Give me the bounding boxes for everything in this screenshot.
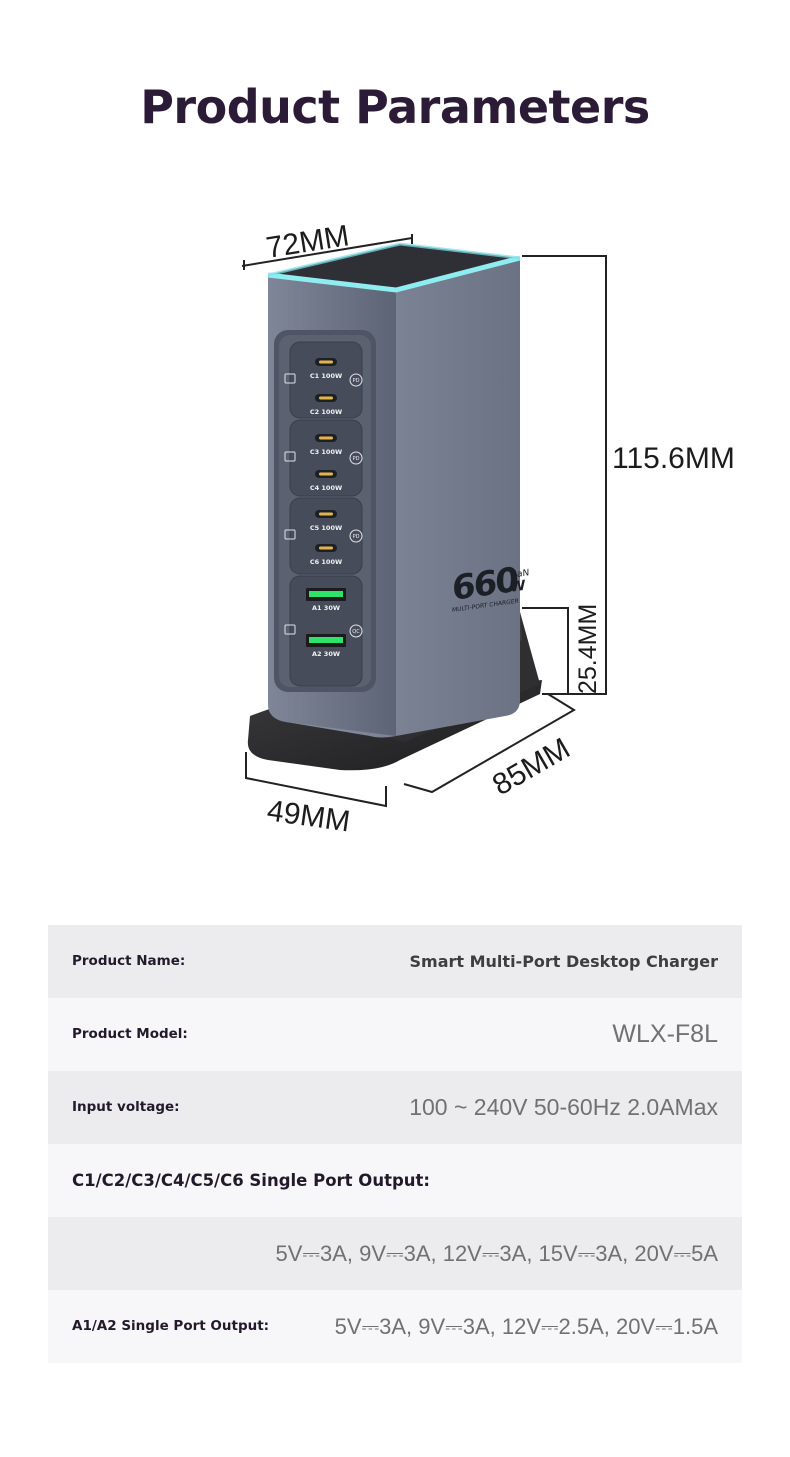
spec-label: Product Model: <box>72 1026 188 1042</box>
badge-label: PD <box>353 378 360 384</box>
phone-icon <box>284 624 296 635</box>
port-label: C1 100W <box>310 372 342 380</box>
product-figure: PD PD PD QC C1 100W C2 100W C3 100W C4 100W C5 1… <box>241 219 735 839</box>
dimension-lines <box>241 234 607 808</box>
port-label: C3 100W <box>310 448 342 456</box>
port-c2: C2 100W <box>310 394 342 416</box>
badge-3: PD <box>349 529 363 543</box>
badge-1: PD <box>349 373 363 387</box>
spec-row-c-port-output: 5V⎓3A, 9V⎓3A, 12V⎓3A, 15V⎓3A, 20V⎓5A <box>48 1217 742 1290</box>
laptop-icon <box>284 373 296 384</box>
spec-label: C1/C2/C3/C4/C5/C6 Single Port Output: <box>72 1171 431 1190</box>
spec-table: Product Name: Smart Multi-Port Desktop C… <box>48 925 742 1363</box>
power-unit: W <box>510 578 526 596</box>
spec-value: 5V⎓3A, 9V⎓3A, 12V⎓3A, 15V⎓3A, 20V⎓5A <box>275 1241 718 1266</box>
spec-label: A1/A2 Single Port Output: <box>72 1318 270 1334</box>
port-c4: C4 100W <box>310 470 342 492</box>
laptop-icon <box>284 529 296 540</box>
spec-value: 5V⎓3A, 9V⎓3A, 12V⎓2.5A, 20V⎓1.5A <box>334 1314 718 1339</box>
badge-4: QC <box>349 624 363 638</box>
port-label: C2 100W <box>310 408 342 416</box>
port-label: C6 100W <box>310 558 342 566</box>
dimension-base-height: 25.4MM <box>574 604 602 694</box>
port-list: PD PD PD QC C1 100W C2 100W C3 100W C4 100W C5 1… <box>284 341 363 687</box>
port-c5: C5 100W <box>310 510 342 532</box>
dimension-depth: 85MM <box>487 732 576 802</box>
gan-label: GaN <box>510 568 529 581</box>
badge-label: PD <box>353 456 360 462</box>
spec-value: Smart Multi-Port Desktop Charger <box>409 952 718 971</box>
badge-label: QC <box>352 629 360 635</box>
spec-row-a-port-output: A1/A2 Single Port Output: 5V⎓3A, 9V⎓3A, … <box>48 1290 742 1363</box>
spec-value: 100 ~ 240V 50-60Hz 2.0AMax <box>409 1094 718 1120</box>
badge-2: PD <box>349 451 363 465</box>
badge-label: PD <box>353 534 360 540</box>
spec-value: WLX-F8L <box>612 1020 718 1048</box>
spec-row-product-model: Product Model: WLX-F8L <box>48 998 742 1071</box>
spec-label: Product Name: <box>72 953 186 969</box>
spec-row-input-voltage: Input voltage: 100 ~ 240V 50-60Hz 2.0AMa… <box>48 1071 742 1144</box>
port-label: C4 100W <box>310 484 342 492</box>
dimension-height: 115.6MM <box>612 442 735 475</box>
port-c6: C6 100W <box>310 544 342 566</box>
power-rating: 660 <box>452 560 518 609</box>
port-c1: C1 100W <box>310 358 342 380</box>
page-title: Product Parameters <box>140 80 650 134</box>
port-c3: C3 100W <box>310 434 342 456</box>
spec-label: Input voltage: <box>72 1099 180 1115</box>
port-label: A2 30W <box>312 650 340 658</box>
dimension-front-width: 49MM <box>265 794 352 838</box>
spec-row-c-port-heading: C1/C2/C3/C4/C5/C6 Single Port Output: <box>48 1144 742 1217</box>
port-a2: A2 30W <box>306 634 346 658</box>
side-branding: 660 GaN W MULTI-PORT CHARGER <box>452 560 529 614</box>
port-a1: A1 30W <box>306 588 346 612</box>
port-label: C5 100W <box>310 524 342 532</box>
port-label: A1 30W <box>312 604 340 612</box>
spec-row-product-name: Product Name: Smart Multi-Port Desktop C… <box>48 925 742 998</box>
laptop-icon <box>284 451 296 462</box>
